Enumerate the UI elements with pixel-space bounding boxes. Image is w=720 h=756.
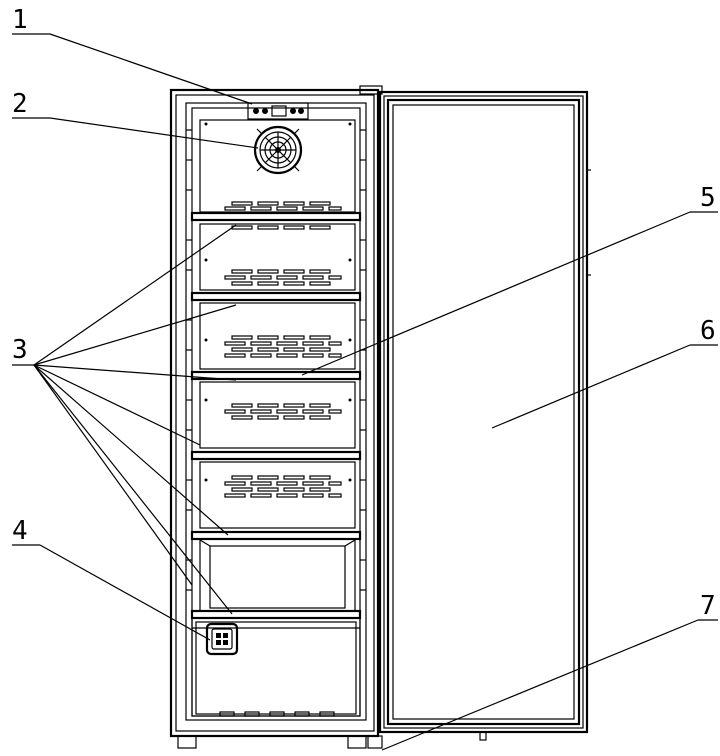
- basket-rivets: [204, 258, 352, 482]
- callout-3: 3: [12, 335, 28, 365]
- callout-4: 4: [12, 516, 28, 546]
- callout-5: 5: [700, 183, 716, 213]
- fan-icon: [253, 125, 303, 175]
- glass-door: [378, 90, 591, 741]
- machine-compartment: [191, 617, 361, 717]
- control-panel: [247, 102, 309, 120]
- callout-1: 1: [12, 5, 28, 35]
- callout-2: 2: [12, 89, 28, 119]
- leader-lines: [12, 33, 718, 751]
- feet: [177, 735, 383, 749]
- bottom-vents: [219, 711, 335, 717]
- vent-slots: [224, 201, 342, 498]
- side-rails: [186, 129, 366, 591]
- baskets: [199, 223, 356, 610]
- callout-6: 6: [700, 316, 716, 346]
- callout-7: 7: [700, 591, 716, 621]
- shelves: [190, 211, 362, 620]
